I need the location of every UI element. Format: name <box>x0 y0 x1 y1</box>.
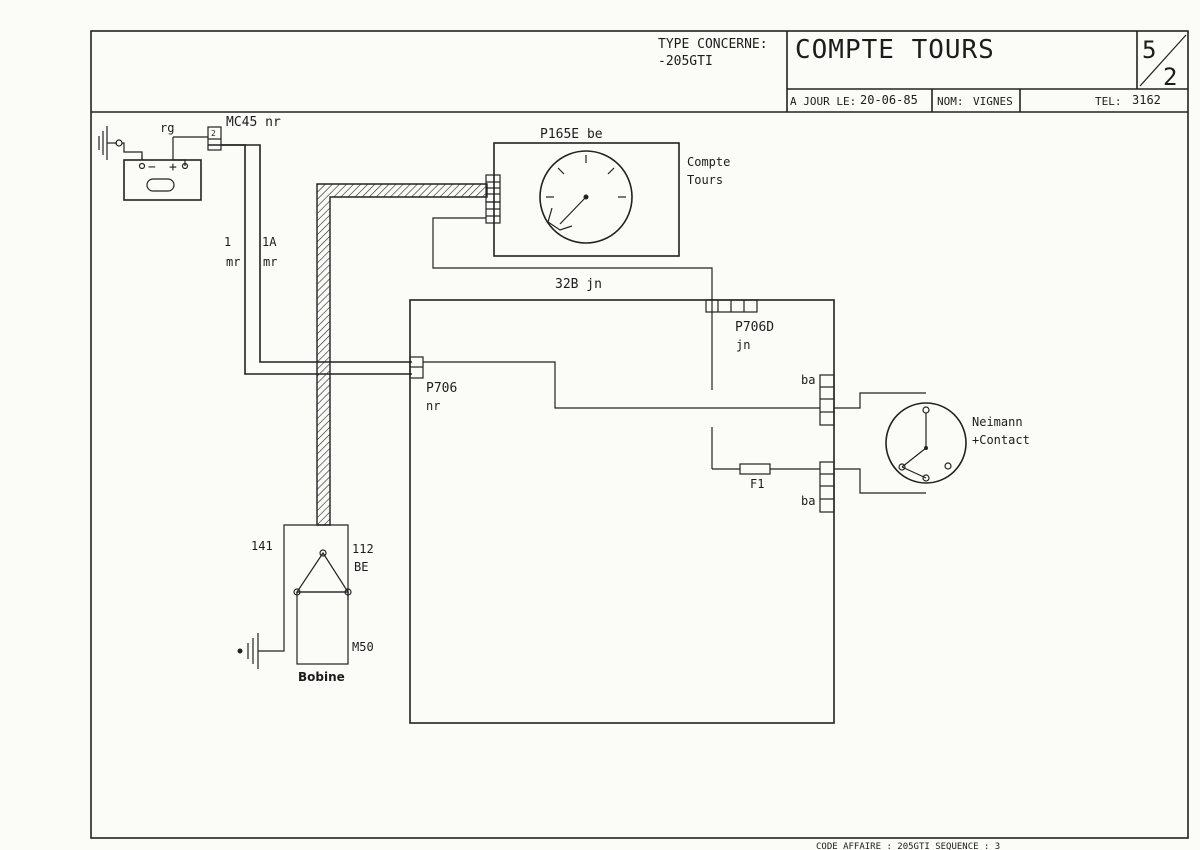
mc45-connector: 2 <box>207 126 222 151</box>
tachometer-connector-lower <box>485 201 501 224</box>
battery-minus-symbol: − <box>148 160 156 175</box>
w32b-label: 32B jn <box>555 277 602 292</box>
f1-label: F1 <box>750 477 764 491</box>
tel-value: 3162 <box>1132 93 1161 107</box>
sheet-fraction-slash <box>1139 34 1187 87</box>
wire-1a <box>221 144 412 363</box>
bobine-label: Bobine <box>298 670 345 684</box>
m50-label: M50 <box>352 640 374 654</box>
date-value: 20-06-85 <box>860 93 918 107</box>
ba-connector-top <box>819 374 835 426</box>
contact-label: +Contact <box>972 433 1030 447</box>
mc45-label: MC45 nr <box>226 115 281 130</box>
ba-connector-bottom <box>819 461 835 513</box>
be-label: BE <box>354 560 368 574</box>
battery-body <box>123 159 202 201</box>
ba-bottom-label: ba <box>801 494 815 508</box>
p165e-label: P165E be <box>540 127 603 142</box>
w112-label: 112 <box>352 542 374 556</box>
shielded-cable <box>316 183 488 526</box>
wire-ba-bottom-to-neimann <box>834 468 926 494</box>
p706d-color: jn <box>736 338 750 352</box>
coil-outline <box>283 524 349 643</box>
type-label: TYPE CONCERNE: <box>658 37 768 52</box>
tours-label: Tours <box>687 173 723 187</box>
wire-tach-return <box>432 217 713 390</box>
w141-label: 141 <box>251 539 273 553</box>
wire-ba-top-to-neimann <box>834 392 926 409</box>
neimann-label: Neimann <box>972 415 1023 429</box>
p706-label: P706 <box>426 381 457 396</box>
tachometer-connector-upper <box>485 174 501 203</box>
tel-label: TEL: <box>1095 95 1122 108</box>
battery-cell-symbol <box>146 178 175 192</box>
p706d-label: P706D <box>735 320 774 335</box>
wire-1a-label: 1A <box>262 235 277 249</box>
name-label: NOM: <box>937 95 964 108</box>
page-title: COMPTE TOURS <box>795 35 995 65</box>
battery: − + <box>123 155 202 201</box>
p706-connector <box>409 356 424 379</box>
battery-ground-icon <box>98 126 143 160</box>
rg-label: rg <box>160 121 174 135</box>
p706d-connector <box>705 299 758 313</box>
p706-color: nr <box>426 399 440 413</box>
footer-code: CODE AFFAIRE : 205GTI SEQUENCE : 3 <box>816 842 1000 850</box>
type-value: -205GTI <box>658 54 713 69</box>
compte-label: Compte <box>687 155 730 169</box>
sheet-total: 2 <box>1163 63 1177 91</box>
ba-top-label: ba <box>801 373 815 387</box>
coil-body <box>296 591 349 665</box>
battery-terminal-minus-post <box>138 162 146 170</box>
coil-symbol-icon <box>293 549 352 596</box>
fuse-f1 <box>739 463 771 475</box>
wire-p706-to-ba <box>423 361 820 409</box>
neimann-switch-icon <box>885 402 967 484</box>
battery-plus-symbol: + <box>169 160 177 175</box>
sheet-frame <box>90 30 1189 839</box>
date-label: A JOUR LE: <box>790 95 856 108</box>
coil-ground-icon <box>237 633 285 669</box>
sheet-number: 5 <box>1142 36 1156 64</box>
wire-1-label: 1 <box>224 235 231 249</box>
wire-1-color: mr <box>226 255 240 269</box>
tachometer-box <box>493 142 680 257</box>
battery-plus-lead <box>172 137 186 166</box>
wire-1a-color: mr <box>263 255 277 269</box>
svg-text:2: 2 <box>211 129 216 138</box>
gauge-icon <box>539 150 633 244</box>
name-value: VIGNES <box>973 95 1013 108</box>
module-box <box>409 299 835 724</box>
